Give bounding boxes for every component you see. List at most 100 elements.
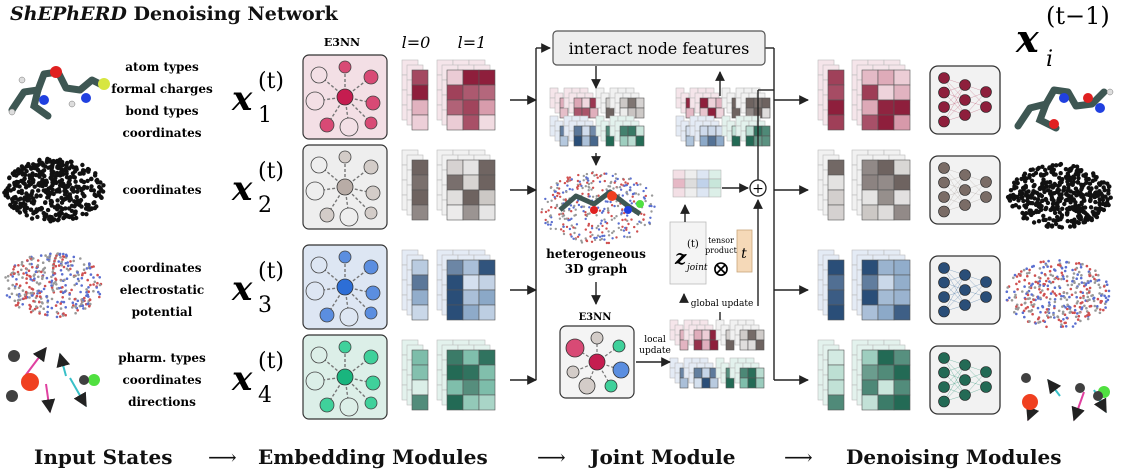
input-feature-labels: atom types formal charges bond types coordi… xyxy=(111,60,213,409)
l1-tensor-2 xyxy=(436,149,496,221)
row-1-label-4: coordinates xyxy=(122,126,201,140)
pharmacophore-input-icon xyxy=(6,346,100,414)
flow-arrows xyxy=(510,43,809,385)
interact-label: interact node features xyxy=(569,39,750,58)
input-var-sub: 3 xyxy=(258,293,272,318)
l1-tensor-1 xyxy=(436,59,496,131)
l0-tensor-3 xyxy=(401,249,429,321)
molecule-output-icon xyxy=(1014,86,1114,132)
tensor-product-symbol: ⊗ xyxy=(712,257,730,282)
stage-denoising-modules: Denoising Modules xyxy=(846,445,1062,469)
out-l0-tensor-1 xyxy=(817,59,845,131)
mlp-box-1 xyxy=(929,65,1001,135)
stage-embedding-modules: Embedding Modules xyxy=(258,445,488,469)
row-1-label-2: formal charges xyxy=(111,82,213,96)
stage-footer: Input States ⟶ Embedding Modules ⟶ Joint… xyxy=(0,445,1121,473)
title-italic: ShEPhERD xyxy=(10,3,127,25)
global-vector xyxy=(672,169,722,198)
graph-label-2: 3D graph xyxy=(565,262,628,276)
joint-top-left-a-l1b xyxy=(609,87,645,119)
row-1-label-3: bond types xyxy=(126,104,199,118)
denoising-mlps xyxy=(929,65,1001,415)
local-update-label-2: update xyxy=(639,346,671,356)
joint-top-right-a-l1b xyxy=(735,87,771,119)
esp-pointcloud-output xyxy=(1005,259,1111,329)
row-3-label-3: potential xyxy=(132,305,193,319)
output-var-base: x xyxy=(1015,16,1040,61)
e3nn-box-1 xyxy=(302,54,388,140)
output-var-sup: (t−1) xyxy=(1046,2,1110,30)
input-var-sup: (t) xyxy=(258,159,284,184)
row-4-label-3: directions xyxy=(128,395,196,409)
joint-top-left-b-l1 xyxy=(563,115,599,147)
out-l1-tensor-4 xyxy=(851,339,911,411)
l0-tensor-1 xyxy=(401,59,429,131)
z-joint-box xyxy=(669,221,707,285)
shape-pointcloud-input xyxy=(2,156,106,224)
tensor-product-label-1: tensor xyxy=(708,236,734,245)
input-var-base: x xyxy=(231,269,253,309)
e3nn-box-4 xyxy=(302,334,388,420)
output-variable-label: x i (t−1) xyxy=(1015,2,1110,72)
input-var-sup: (t) xyxy=(258,69,284,94)
out-l1-tensor-1 xyxy=(851,59,911,131)
esp-pointcloud-input xyxy=(4,252,103,319)
diagram-title: ShEPhERD Denoising Network xyxy=(10,3,338,25)
add-symbol: + xyxy=(752,181,764,197)
out-l0-tensor-2 xyxy=(817,149,845,221)
input-var-base: x xyxy=(231,169,253,209)
denoising-tensors xyxy=(817,59,911,411)
stage-joint-module: Joint Module xyxy=(590,445,736,469)
local-update-label-1: local xyxy=(644,335,666,345)
l1-tensor-4 xyxy=(436,339,496,411)
mlp-box-4 xyxy=(929,345,1001,415)
out-l0-tensor-3 xyxy=(817,249,845,321)
row-1-label-1: atom types xyxy=(125,60,199,74)
stage-input-states: Input States xyxy=(34,445,173,469)
joint-bottom-b-l1 xyxy=(683,357,719,389)
joint-e3nn-box xyxy=(559,325,635,399)
graph-pointcloud xyxy=(540,171,656,245)
l0-label: l=0 xyxy=(402,33,431,52)
out-l0-tensor-4 xyxy=(817,339,845,411)
joint-top-right-a-l1 xyxy=(689,87,725,119)
input-var-sup: (t) xyxy=(258,259,284,284)
time-label: t xyxy=(741,246,747,262)
joint-bottom-b-l1b xyxy=(729,357,765,389)
joint-feature-stacks xyxy=(549,87,771,389)
embed-e3nn-label: E3NN xyxy=(324,36,360,49)
joint-top-right-b-l1b xyxy=(735,115,771,147)
z-joint-label: z (t) joint xyxy=(674,239,708,273)
out-l1-tensor-2 xyxy=(851,149,911,221)
row-3-label-1: coordinates xyxy=(122,261,201,275)
l0-tensor-2 xyxy=(401,149,429,221)
stage-arrow-3: ⟶ xyxy=(784,445,813,469)
joint-e3nn-label: E3NN xyxy=(579,312,612,323)
z-joint-base: z xyxy=(674,245,687,269)
row-3-label-2: electrostatic xyxy=(120,283,205,297)
global-update-label: global update xyxy=(691,299,754,309)
mlp-box-2 xyxy=(929,155,1001,225)
row-4-label-2: coordinates xyxy=(122,373,201,387)
joint-top-left-b-l1b xyxy=(609,115,645,147)
output-var-sub: i xyxy=(1046,47,1053,72)
joint-top-right-b-l0 xyxy=(675,115,695,147)
l1-tensor-3 xyxy=(436,249,496,321)
z-joint-sup: (t) xyxy=(687,239,699,250)
stage-arrow-2: ⟶ xyxy=(537,445,566,469)
l1-label: l=1 xyxy=(458,33,487,52)
input-var-sub: 1 xyxy=(258,103,272,128)
tensor-product-label-2: product xyxy=(705,246,738,255)
joint-top-right-b-l1 xyxy=(689,115,725,147)
e3nn-box-3 xyxy=(302,244,388,330)
title-rest: Denoising Network xyxy=(126,3,338,25)
z-joint-sub: joint xyxy=(685,263,708,273)
input-var-base: x xyxy=(231,359,253,399)
shape-pointcloud-output xyxy=(1005,161,1113,230)
input-var-sub: 4 xyxy=(258,383,272,408)
row-4-label-1: pharm. types xyxy=(118,351,206,365)
